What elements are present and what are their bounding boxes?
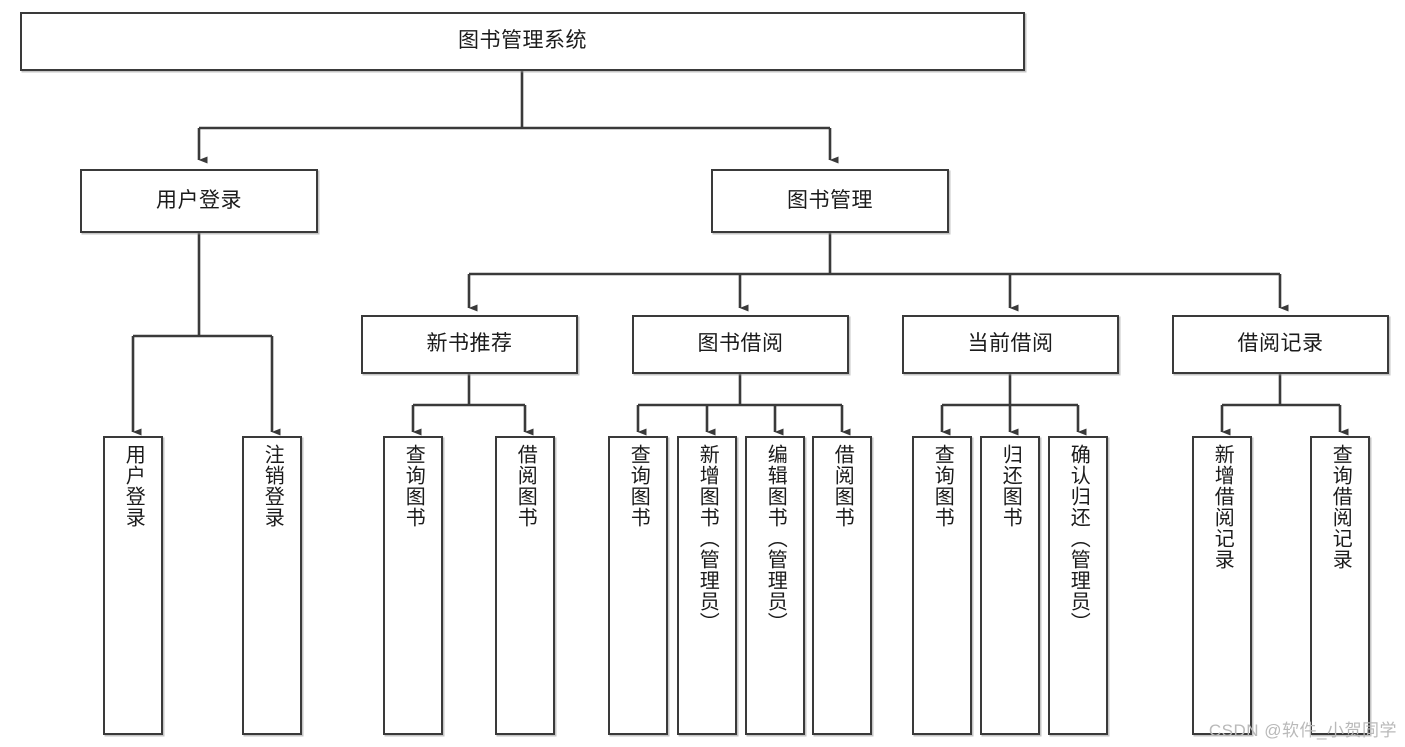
- leaf-recommend-borrow-book-label: 借阅图书: [514, 444, 537, 528]
- leaf-record-add-record-label: 新增借阅记录: [1211, 444, 1234, 570]
- leaf-recommend-query-book-label: 查询图书: [402, 444, 425, 528]
- leaf-record-query-record-label: 查询借阅记录: [1329, 444, 1352, 570]
- leaf-borrow-borrow-book[interactable]: 借阅图书: [812, 436, 872, 735]
- leaf-borrow-add-book[interactable]: 新增图书（管理员）: [677, 436, 737, 735]
- node-book-borrow-label: 图书借阅: [697, 332, 784, 356]
- node-book-management[interactable]: 图书管理: [711, 169, 949, 233]
- leaf-current-query-book-label: 查询图书: [931, 444, 954, 528]
- node-borrow-record-label: 借阅记录: [1237, 332, 1324, 356]
- leaf-record-add-record[interactable]: 新增借阅记录: [1192, 436, 1252, 735]
- node-book-management-label: 图书管理: [787, 188, 873, 212]
- leaf-current-confirm-return[interactable]: 确认归还（管理员）: [1048, 436, 1108, 735]
- leaf-borrow-query-book-label: 查询图书: [627, 444, 650, 528]
- leaf-borrow-add-book-label: 新增图书（管理员）: [696, 444, 719, 633]
- node-root-system-label: 图书管理系统: [458, 29, 587, 53]
- leaf-borrow-borrow-book-label: 借阅图书: [831, 444, 854, 528]
- leaf-current-query-book[interactable]: 查询图书: [912, 436, 972, 735]
- node-user-login[interactable]: 用户登录: [80, 169, 318, 233]
- node-borrow-record[interactable]: 借阅记录: [1172, 315, 1389, 374]
- leaf-record-query-record[interactable]: 查询借阅记录: [1310, 436, 1370, 735]
- node-book-borrow[interactable]: 图书借阅: [632, 315, 849, 374]
- leaf-recommend-query-book[interactable]: 查询图书: [383, 436, 443, 735]
- leaf-user-login-logout-label: 注销登录: [261, 444, 284, 528]
- leaf-current-return-book-label: 归还图书: [999, 444, 1022, 528]
- leaf-current-confirm-return-label: 确认归还（管理员）: [1067, 444, 1090, 633]
- node-root-system[interactable]: 图书管理系统: [20, 12, 1025, 71]
- node-current-borrow-label: 当前借阅: [967, 332, 1054, 356]
- node-new-book-recommend-label: 新书推荐: [426, 332, 513, 356]
- leaf-borrow-edit-book[interactable]: 编辑图书（管理员）: [745, 436, 805, 735]
- leaf-user-login-logout[interactable]: 注销登录: [242, 436, 302, 735]
- leaf-borrow-query-book[interactable]: 查询图书: [608, 436, 668, 735]
- leaf-recommend-borrow-book[interactable]: 借阅图书: [495, 436, 555, 735]
- node-current-borrow[interactable]: 当前借阅: [902, 315, 1119, 374]
- leaf-current-return-book[interactable]: 归还图书: [980, 436, 1040, 735]
- node-new-book-recommend[interactable]: 新书推荐: [361, 315, 578, 374]
- leaf-user-login-login[interactable]: 用户登录: [103, 436, 163, 735]
- leaf-borrow-edit-book-label: 编辑图书（管理员）: [764, 444, 787, 633]
- node-user-login-label: 用户登录: [156, 188, 242, 212]
- leaf-user-login-login-label: 用户登录: [122, 444, 145, 528]
